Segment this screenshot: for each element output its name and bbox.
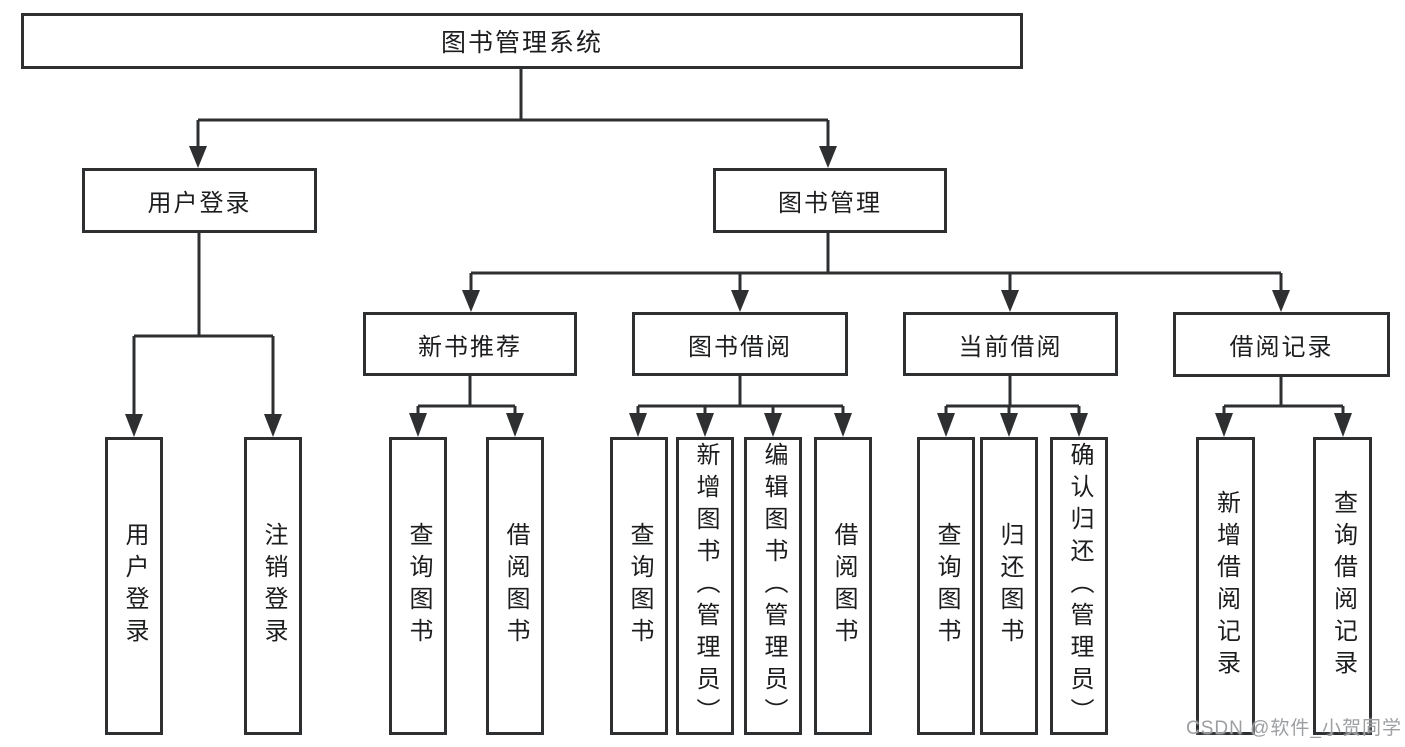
leaf-confirm-return-admin: 确认归还（管理员） xyxy=(1050,437,1108,735)
leaf-recommend-borrow-books: 借阅图书 xyxy=(486,437,544,735)
leaf-logout: 注销登录 xyxy=(244,437,302,735)
leaf-borrow-query-books: 查询图书 xyxy=(610,437,668,735)
leaf-current-query-books: 查询图书 xyxy=(917,437,975,735)
node-borrow-record: 借阅记录 xyxy=(1173,312,1390,377)
leaf-edit-books-admin-label: 编辑图书（管理员） xyxy=(760,442,787,730)
node-new-book-recommend-label: 新书推荐 xyxy=(418,333,522,361)
node-borrow-record-label: 借阅记录 xyxy=(1229,334,1334,361)
node-book-borrow-label: 图书借阅 xyxy=(688,333,792,361)
leaf-user-login-label: 用户登录 xyxy=(121,522,148,650)
leaf-return-books: 归还图书 xyxy=(980,437,1038,735)
leaf-edit-books-admin: 编辑图书（管理员） xyxy=(744,437,802,735)
node-current-borrow: 当前借阅 xyxy=(903,312,1118,376)
leaf-add-books-admin-label: 新增图书（管理员） xyxy=(692,442,719,730)
node-user-login: 用户登录 xyxy=(82,168,317,233)
leaf-logout-label: 注销登录 xyxy=(260,522,287,650)
node-root-label: 图书管理系统 xyxy=(440,29,603,57)
leaf-confirm-return-admin-label: 确认归还（管理员） xyxy=(1066,442,1093,730)
leaf-borrow-query-books-label: 查询图书 xyxy=(626,522,653,650)
leaf-add-books-admin: 新增图书（管理员） xyxy=(676,437,734,735)
leaf-borrow-books: 借阅图书 xyxy=(814,437,872,735)
leaf-recommend-query-books-label: 查询图书 xyxy=(405,522,432,650)
leaf-current-query-books-label: 查询图书 xyxy=(933,522,960,650)
node-current-borrow-label: 当前借阅 xyxy=(958,333,1063,361)
leaf-query-borrow-record-label: 查询借阅记录 xyxy=(1329,490,1357,682)
leaf-add-borrow-record-label: 新增借阅记录 xyxy=(1212,490,1240,682)
node-book-borrow: 图书借阅 xyxy=(632,312,848,376)
csdn-watermark: CSDN @软件_小贺同学 xyxy=(1186,718,1402,739)
leaf-recommend-query-books: 查询图书 xyxy=(389,437,447,735)
leaf-user-login: 用户登录 xyxy=(105,437,163,735)
node-user-login-label: 用户登录 xyxy=(147,190,252,217)
node-root-system: 图书管理系统 xyxy=(21,13,1023,69)
leaf-borrow-books-label: 借阅图书 xyxy=(830,522,857,650)
leaf-recommend-borrow-books-label: 借阅图书 xyxy=(502,522,529,650)
node-new-book-recommend: 新书推荐 xyxy=(363,312,577,376)
leaf-return-books-label: 归还图书 xyxy=(996,522,1023,650)
node-book-management-label: 图书管理 xyxy=(778,190,882,217)
node-book-management: 图书管理 xyxy=(713,168,947,233)
leaf-add-borrow-record: 新增借阅记录 xyxy=(1196,437,1255,735)
leaf-query-borrow-record: 查询借阅记录 xyxy=(1313,437,1372,735)
